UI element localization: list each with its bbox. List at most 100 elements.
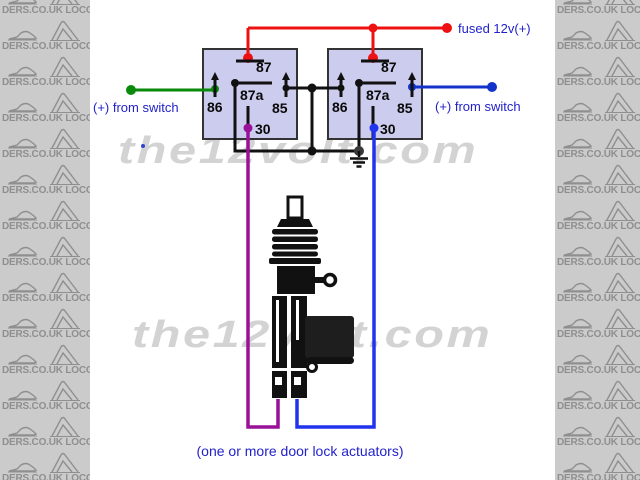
locost-watermark-tile: DERS.CO.UK LOCOSTBUIL [0,56,90,92]
locost-watermark-text: DERS.CO.UK LOCOSTBUIL [2,437,90,448]
locost-logos [0,128,90,149]
locost-arch-logo-icon [605,20,635,41]
relay-right-pin85-label: 85 [397,100,413,116]
locost-watermark-tile: DERS.CO.UK LOCOSTBUIL [0,308,90,344]
locost-watermark-text: DERS.CO.UK LOCOSTBUIL [2,293,90,304]
locost-watermark-tile: DERS.CO.UK LOCOSTBUIL [555,164,640,200]
locost-logos [0,416,90,437]
locost-arch-logo-icon [50,56,80,77]
locost-car-logo-icon [563,102,593,113]
locost-watermark-text: DERS.CO.UK LOCOSTBUIL [557,401,640,412]
locost-logos [0,92,90,113]
locost-watermark-tile: DERS.CO.UK LOCOSTBUIL [0,416,90,452]
locost-watermark-tile: DERS.CO.UK LOCOSTBUIL [555,128,640,164]
locost-watermark-tile: DERS.CO.UK LOCOSTBUIL [555,56,640,92]
relay-right-pin30-label: 30 [380,121,396,137]
locost-car-logo-icon [8,210,38,221]
locost-arch-logo-icon [50,380,80,401]
locost-car-logo-icon [563,210,593,221]
locost-car-logo-icon [8,282,38,293]
locost-car-logo-icon [8,354,38,365]
locost-watermark-tile: DERS.CO.UK LOCOSTBUIL [0,380,90,416]
watermark-strip-left: DERS.CO.UK LOCOSTBUIL DERS.CO.UK LOCOSTB… [0,0,90,480]
locost-arch-logo-icon [605,236,635,257]
locost-watermark-text: DERS.CO.UK LOCOSTBUIL [557,221,640,232]
locost-car-logo-icon [563,462,593,473]
locost-car-logo-icon [8,102,38,113]
locost-watermark-text: DERS.CO.UK LOCOSTBUIL [2,257,90,268]
locost-logos [0,200,90,221]
locost-logos [555,0,640,5]
locost-car-logo-icon [8,318,38,329]
locost-logos [0,308,90,329]
locost-car-logo-icon [8,246,38,257]
relay-left-pin30-label: 30 [255,121,271,137]
from-switch-left-label: (+) from switch [93,100,179,115]
locost-watermark-text: DERS.CO.UK LOCOSTBUIL [2,185,90,196]
locost-logos [555,452,640,473]
locost-car-logo-icon [563,282,593,293]
locost-watermark-text: DERS.CO.UK LOCOSTBUIL [557,293,640,304]
locost-arch-logo-icon [50,452,80,473]
blue-actuator-wire [295,128,376,429]
relay-left-contacts [213,59,288,138]
locost-logos [555,416,640,437]
locost-watermark-tile: DERS.CO.UK LOCOSTBUIL [555,0,640,20]
locost-logos [0,236,90,257]
locost-arch-logo-icon [50,0,80,5]
locost-arch-logo-icon [605,380,635,401]
locost-logos [555,236,640,257]
purple-actuator-wire [246,128,280,429]
locost-car-logo-icon [8,30,38,41]
ground-symbol [350,151,368,168]
locost-logos [555,308,640,329]
locost-arch-logo-icon [50,92,80,113]
locost-watermark-tile: DERS.CO.UK LOCOSTBUIL [0,20,90,56]
locost-logos [555,92,640,113]
locost-logos [0,380,90,401]
locost-arch-logo-icon [50,164,80,185]
locost-car-logo-icon [563,246,593,257]
relay-right-pin30-dot [369,123,379,133]
locost-arch-logo-icon [605,416,635,437]
link-wire-junction-dot [307,83,317,93]
locost-watermark-tile: DERS.CO.UK LOCOSTBUIL [0,164,90,200]
locost-logos [555,164,640,185]
locost-watermark-text: DERS.CO.UK LOCOSTBUIL [557,41,640,52]
locost-logos [555,272,640,293]
locost-watermark-text: DERS.CO.UK LOCOSTBUIL [557,257,640,268]
locost-watermark-tile: DERS.CO.UK LOCOSTBUIL [0,200,90,236]
locost-car-logo-icon [563,318,593,329]
relay-right-pin87a-dot [355,79,363,87]
locost-watermark-text: DERS.CO.UK LOCOSTBUIL [2,473,90,480]
relay-left-pin87a-label: 87a [240,87,264,103]
locost-arch-logo-icon [50,416,80,437]
locost-arch-logo-icon [605,344,635,365]
locost-car-logo-icon [563,390,593,401]
relay-right-pin87-label: 87 [381,59,397,75]
fused-12v-label: fused 12v(+) [458,21,531,36]
locost-logos [0,272,90,293]
locost-arch-logo-icon [50,200,80,221]
locost-watermark-text: DERS.CO.UK LOCOSTBUIL [2,365,90,376]
stray-mark [141,144,145,148]
locost-logos [0,0,90,5]
locost-watermark-text: DERS.CO.UK LOCOSTBUIL [557,113,640,124]
locost-watermark-text: DERS.CO.UK LOCOSTBUIL [557,365,640,376]
locost-arch-logo-icon [605,128,635,149]
locost-logos [0,56,90,77]
locost-car-logo-icon [8,174,38,185]
locost-arch-logo-icon [605,452,635,473]
locost-watermark-tile: DERS.CO.UK LOCOSTBUIL [0,0,90,20]
locost-watermark-text: DERS.CO.UK LOCOSTBUIL [557,329,640,340]
locost-watermark-text: DERS.CO.UK LOCOSTBUIL [2,401,90,412]
relay-left-pin85-tip [282,72,290,80]
relay-left-pin87a-dot [231,79,239,87]
locost-logos [0,452,90,473]
locost-car-logo-icon [563,354,593,365]
locost-watermark-tile: DERS.CO.UK LOCOSTBUIL [555,344,640,380]
locost-watermark-tile: DERS.CO.UK LOCOSTBUIL [0,236,90,272]
door-lock-actuator [269,195,354,398]
locost-watermark-text: DERS.CO.UK LOCOSTBUIL [557,473,640,480]
